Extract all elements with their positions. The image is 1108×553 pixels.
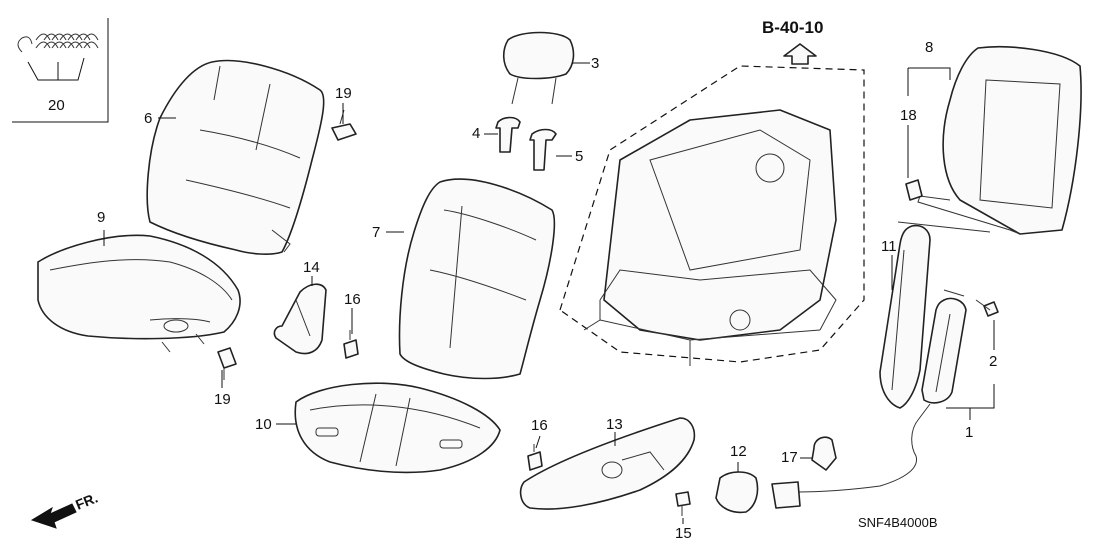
- part-19-clip-upper: [331, 109, 357, 141]
- callout-9: 9: [97, 209, 105, 226]
- leader-lines: [103, 62, 995, 524]
- part-11-side-trim: [879, 224, 931, 409]
- callout-14: 14: [303, 259, 320, 276]
- part-6-seatback-cover: [146, 59, 325, 255]
- part-10-seat-cushion-pad: [294, 382, 501, 474]
- callout-5: 5: [575, 148, 583, 165]
- callout-12: 12: [730, 443, 747, 460]
- part-15-screw: [675, 491, 691, 516]
- part-16-clip-lower: [527, 444, 543, 471]
- part-12-cap: [715, 471, 759, 514]
- reference-arrow: [783, 43, 817, 65]
- part-17-clip: [811, 436, 837, 471]
- part-16-clip-upper: [343, 330, 359, 359]
- callout-4: 4: [472, 125, 480, 142]
- callout-19b: 19: [214, 391, 231, 408]
- part-2-screw: [975, 299, 999, 317]
- callout-16a: 16: [344, 291, 361, 308]
- part-9-seat-cushion-cover: [37, 234, 241, 353]
- part-4-headrest-guide: [495, 116, 521, 153]
- front-label: FR.: [73, 489, 100, 512]
- part-13-side-cover: [519, 417, 696, 510]
- part-7-seatback-pad: [398, 178, 556, 380]
- reference-label: B-40-10: [762, 18, 823, 37]
- front-arrow-icon: [30, 503, 77, 529]
- callout-11: 11: [881, 238, 897, 255]
- callout-3: 3: [591, 55, 599, 72]
- callout-2: 2: [989, 353, 997, 370]
- part-14-bracket: [273, 283, 327, 355]
- part-8-back-frame: [897, 46, 1082, 235]
- callout-8: 8: [925, 39, 933, 56]
- part-1-side-panel: [771, 289, 967, 509]
- callout-6: 6: [144, 110, 152, 127]
- callout-7: 7: [372, 224, 380, 241]
- callout-1: 1: [965, 424, 973, 441]
- part-3-headrest: [502, 31, 575, 105]
- callout-17: 17: [781, 449, 798, 466]
- callout-18: 18: [900, 107, 917, 124]
- callout-20: 20: [48, 97, 65, 114]
- part-5-headrest-guide: [529, 128, 557, 171]
- part-19-clip-lower: [217, 347, 237, 380]
- callout-10: 10: [255, 416, 272, 433]
- callout-15: 15: [675, 525, 692, 542]
- callout-19a: 19: [335, 85, 352, 102]
- callout-16b: 16: [531, 417, 548, 434]
- part-20-clips: [12, 18, 109, 123]
- seat-frame-group: [559, 65, 865, 366]
- part-18-clip: [905, 179, 923, 201]
- callout-13: 13: [606, 416, 623, 433]
- diagram-code: SNF4B4000B: [858, 515, 938, 530]
